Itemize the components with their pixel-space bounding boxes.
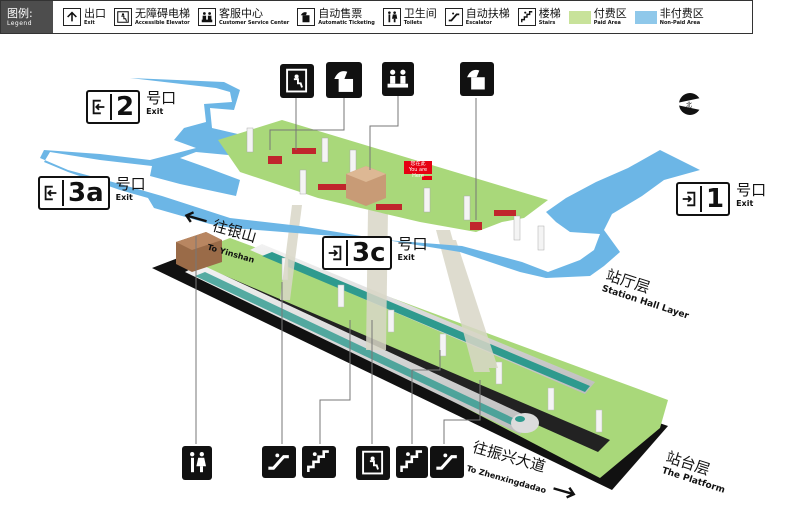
leader-lines — [195, 96, 481, 444]
legend-title: 图例: Legend — [1, 1, 53, 33]
service-tile — [382, 62, 414, 96]
paid-area-swatch — [568, 10, 591, 24]
platform-toilet-block — [176, 232, 222, 272]
escalator-tile-1 — [262, 446, 296, 478]
ticketing-icon — [297, 8, 316, 26]
stairs-tile-2 — [396, 446, 428, 478]
exit-icon — [88, 94, 110, 120]
stairs-tile-1 — [302, 446, 336, 478]
toilet-tile — [182, 446, 212, 480]
customer-service-icon — [198, 8, 216, 26]
exit-icon — [40, 180, 62, 206]
direction-yinshan: 往银山 To Yinshan — [175, 206, 263, 267]
ticketing-tile-2 — [460, 62, 494, 96]
nonpaid-area-swatch — [634, 10, 657, 24]
elevator-tile — [280, 64, 314, 98]
exit-icon — [678, 186, 700, 212]
compass-icon: 北 — [672, 93, 710, 115]
you-are-here-marker — [422, 176, 432, 180]
stairs-icon — [517, 8, 536, 26]
ticketing-tile-1 — [326, 62, 362, 98]
svg-text:北: 北 — [686, 101, 692, 109]
toilet-icon — [382, 8, 401, 26]
arrow-left-icon — [184, 211, 207, 223]
fare-gates — [268, 148, 516, 230]
exit-icon — [324, 240, 346, 266]
escalator-icon — [444, 8, 463, 26]
direction-zhenxingdadao: 往振兴大道 To Zhenxingdadao — [465, 436, 585, 506]
toilet-icon — [190, 452, 206, 473]
ticketing-icon — [467, 70, 486, 90]
exit-icon — [63, 8, 81, 26]
nonpaid-concourse — [40, 78, 700, 278]
escalator-icon — [268, 453, 290, 470]
stairs-icon — [400, 450, 423, 473]
ticketing-icon — [333, 70, 353, 92]
train-near — [185, 264, 539, 434]
elevator-tile-2 — [356, 446, 390, 480]
accessible-elevator-icon — [114, 8, 132, 26]
escalator-icon — [436, 453, 458, 470]
accessible-elevator-icon — [362, 451, 384, 475]
escalator-tile-2 — [430, 446, 464, 478]
arrow-right-icon — [553, 487, 576, 499]
accessible-elevator-icon — [286, 69, 308, 93]
you-are-here-badge: 您在此 You are Here — [404, 161, 432, 179]
customer-service-icon — [387, 70, 409, 88]
service-centre-booth — [346, 166, 386, 206]
concourse-pillars — [246, 127, 545, 251]
stairs-icon — [307, 450, 330, 473]
